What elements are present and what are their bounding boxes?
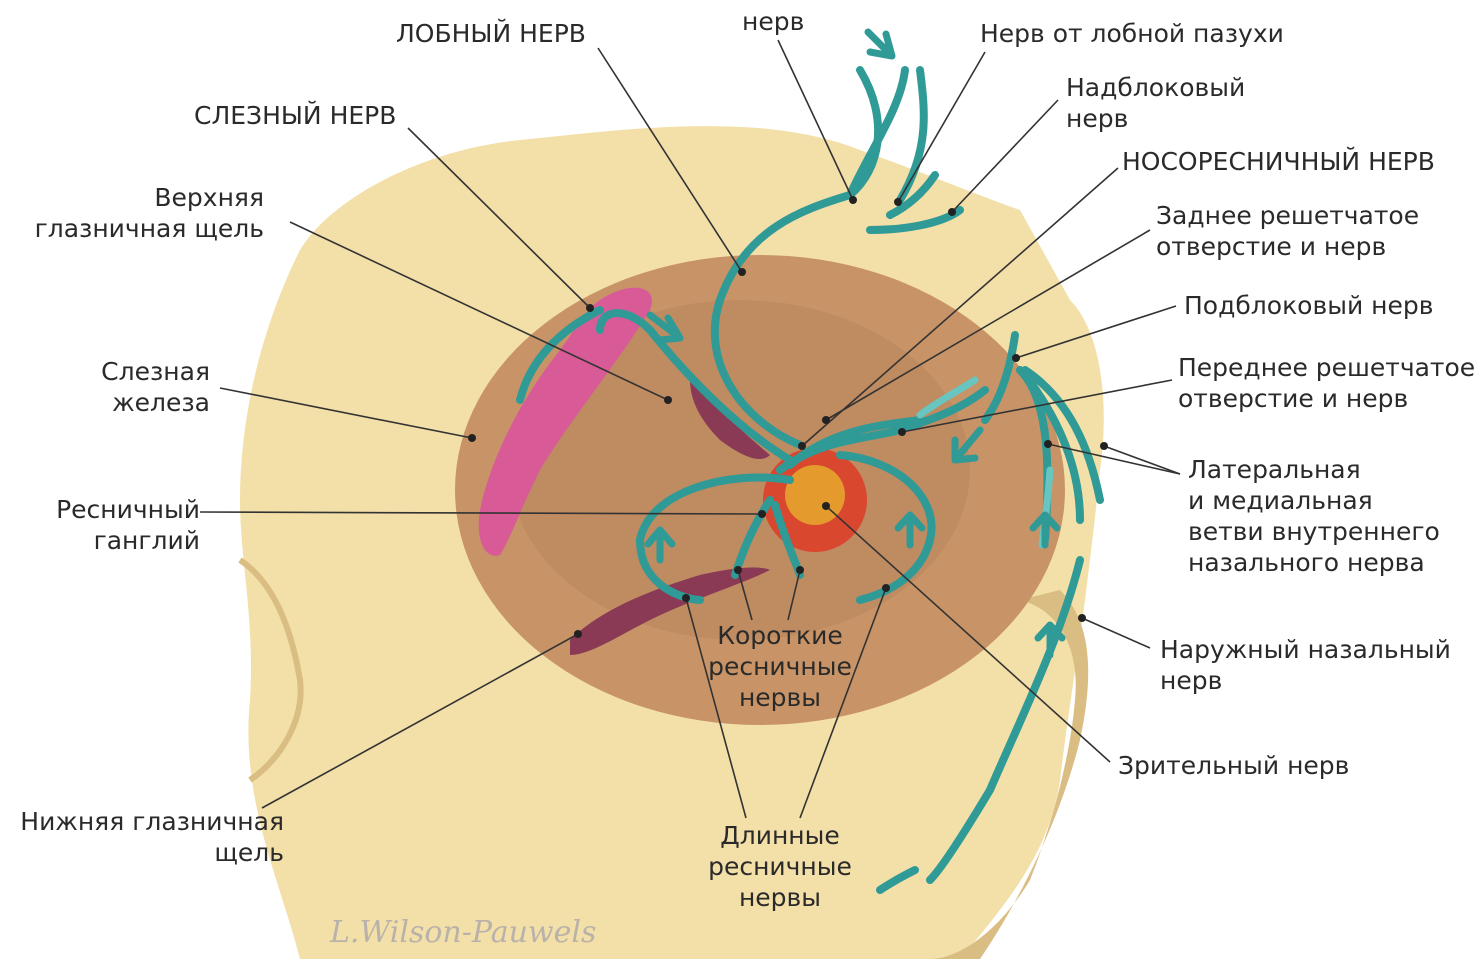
leader-optic-nerve-dot	[822, 502, 830, 510]
label-frontal-sinus-nerve: Нерв от лобной пазухи	[980, 18, 1284, 49]
leader-nerve-top-dot	[849, 196, 857, 204]
leader-superior-fissure-dot	[664, 396, 672, 404]
leader-long-ciliary-1-dot	[682, 594, 690, 602]
label-nerve-top: нерв	[742, 6, 804, 37]
leader-infratrochlear-dot	[1012, 354, 1020, 362]
leader-posterior-ethmoidal-dot	[822, 416, 830, 424]
label-optic-nerve: Зрительный нерв	[1118, 750, 1349, 781]
leader-supratrochlear	[952, 100, 1058, 212]
leader-ciliary-ganglion-dot	[758, 510, 766, 518]
leader-frontal-sinus-dot	[894, 198, 902, 206]
leader-anterior-ethmoidal-dot	[898, 428, 906, 436]
leader-supratrochlear-dot	[948, 208, 956, 216]
artist-signature: L.Wilson-Pauwels	[330, 915, 596, 950]
leader-short-ciliary-2-dot	[796, 566, 804, 574]
leader-lacrimal-nerve-dot	[586, 304, 594, 312]
label-frontal-nerve: ЛОБНЫЙ НЕРВ	[396, 18, 586, 49]
leader-inferior-fissure-dot	[574, 630, 582, 638]
label-infratrochlear-nerve: Подблоковый нерв	[1184, 290, 1433, 321]
leader-lacrimal-gland-dot	[468, 434, 476, 442]
leader-frontal-nerve-dot	[738, 268, 746, 276]
leader-long-ciliary-2-dot	[882, 584, 890, 592]
arrow-frontal	[868, 32, 892, 56]
label-nasociliary-nerve: НОСОРЕСНИЧНЫЙ НЕРВ	[1122, 146, 1435, 177]
leader-nasociliary-dot	[798, 442, 806, 450]
leader-internal-nasal-1-dot	[1044, 440, 1052, 448]
leader-short-ciliary-1-dot	[734, 566, 742, 574]
leader-internal-nasal-2-dot	[1100, 442, 1108, 450]
leader-frontal-sinus	[898, 52, 985, 202]
leader-external-nasal	[1082, 618, 1150, 648]
label-lacrimal-nerve: СЛЕЗНЫЙ НЕРВ	[194, 100, 396, 131]
leader-external-nasal-dot	[1078, 614, 1086, 622]
